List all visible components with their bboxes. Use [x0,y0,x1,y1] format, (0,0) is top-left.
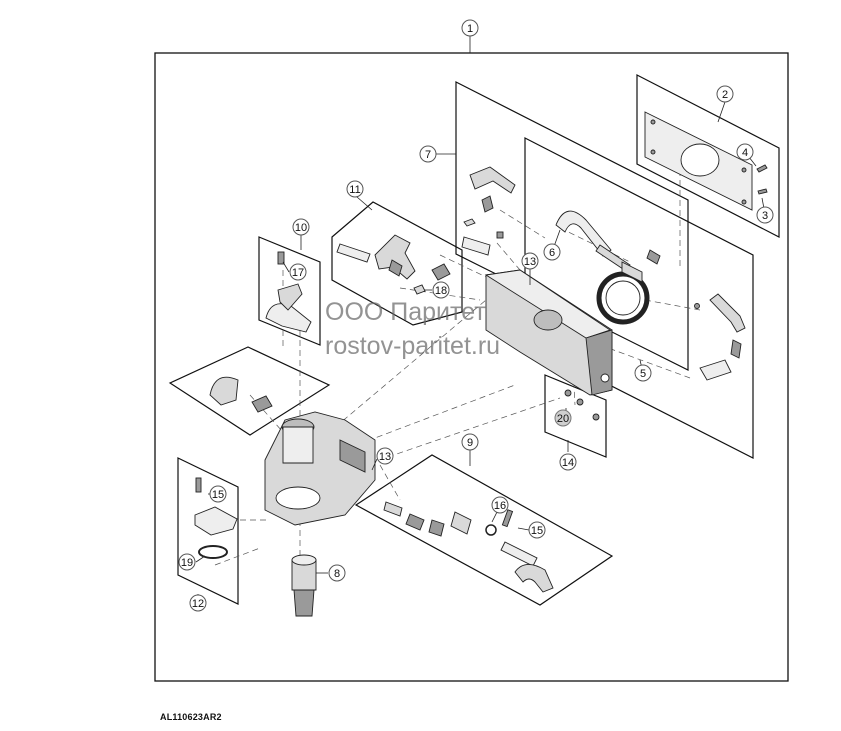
svg-text:4: 4 [742,147,748,159]
coupling-body-part [264,411,376,526]
coupling-pin-8-part [291,554,317,617]
callout-10: 10 [292,218,310,236]
watermark-line-1: ООО Паритет [325,298,486,326]
callout-18: 18 [432,281,450,299]
svg-text:15: 15 [531,525,543,537]
callout-3: 3 [756,206,774,224]
svg-text:1: 1 [467,23,473,35]
sealing-ring-part [596,249,661,325]
svg-text:5: 5 [640,368,646,380]
outer-frame [154,52,789,682]
svg-text:20: 20 [557,413,569,425]
svg-text:12: 12 [192,598,204,610]
svg-text:19: 19 [181,557,193,569]
callout-12: 12 [189,594,207,612]
bolts-part [756,164,768,195]
callout-20: 20 [554,409,572,427]
panel-kit-12 [177,457,239,605]
hook-jaw-part [555,210,631,272]
svg-text:14: 14 [562,457,574,469]
spring-18-part [413,263,451,295]
callout-15-right: 15 [528,521,546,539]
lever-7-part [461,166,516,256]
svg-text:9: 9 [467,437,473,449]
callout-16: 16 [491,496,509,514]
panel-kit-11 [331,201,463,326]
figure-id-label: AL110623AR2 [160,712,222,722]
callout-4: 4 [736,143,754,161]
handle-10-part [265,251,312,333]
panel-kit-2 [636,74,780,238]
svg-text:11: 11 [349,184,360,196]
callout-13-upper: 13 [521,252,539,270]
callout-6: 6 [543,243,561,261]
mounting-plate-part [644,111,753,211]
svg-text:16: 16 [494,500,506,512]
svg-text:3: 3 [762,210,768,222]
watermark: ООО Паритет rostov-paritet.ru [325,298,500,360]
panel-kit-latch [168,346,331,436]
svg-text:13: 13 [379,451,391,463]
watermark-line-2: rostov-paritet.ru [325,332,500,360]
coupling-housing-part [484,269,613,396]
spring-pin-9-part [383,501,554,593]
panel-kit-7 [455,81,689,371]
callout-7: 7 [419,145,437,163]
small-parts-14 [564,389,600,421]
callout-11: 11 [346,180,364,198]
callout-14: 14 [559,453,577,471]
plate-12-part [194,477,238,559]
svg-text:8: 8 [334,568,340,580]
callout-15-left: 15 [209,485,227,503]
callout-1: 1 [461,19,479,37]
callout-13-lower: 13 [376,447,394,465]
svg-text:18: 18 [435,285,447,297]
svg-text:7: 7 [425,149,431,161]
panel-kit-9 [354,454,614,606]
lever-right-part [694,293,746,381]
latch-part [209,376,273,413]
callout-19: 19 [178,553,196,571]
panel-kit-10 [258,236,321,346]
callout-9: 9 [461,433,479,451]
svg-text:10: 10 [295,222,307,234]
svg-text:2: 2 [722,89,728,101]
pin-11-part [336,234,416,280]
svg-text:13: 13 [524,256,536,268]
callout-17: 17 [289,263,307,281]
callout-5: 5 [634,364,652,382]
svg-text:6: 6 [549,247,555,259]
callout-2: 2 [716,85,734,103]
svg-text:17: 17 [292,267,304,279]
svg-text:15: 15 [212,489,224,501]
callout-8: 8 [328,564,346,582]
